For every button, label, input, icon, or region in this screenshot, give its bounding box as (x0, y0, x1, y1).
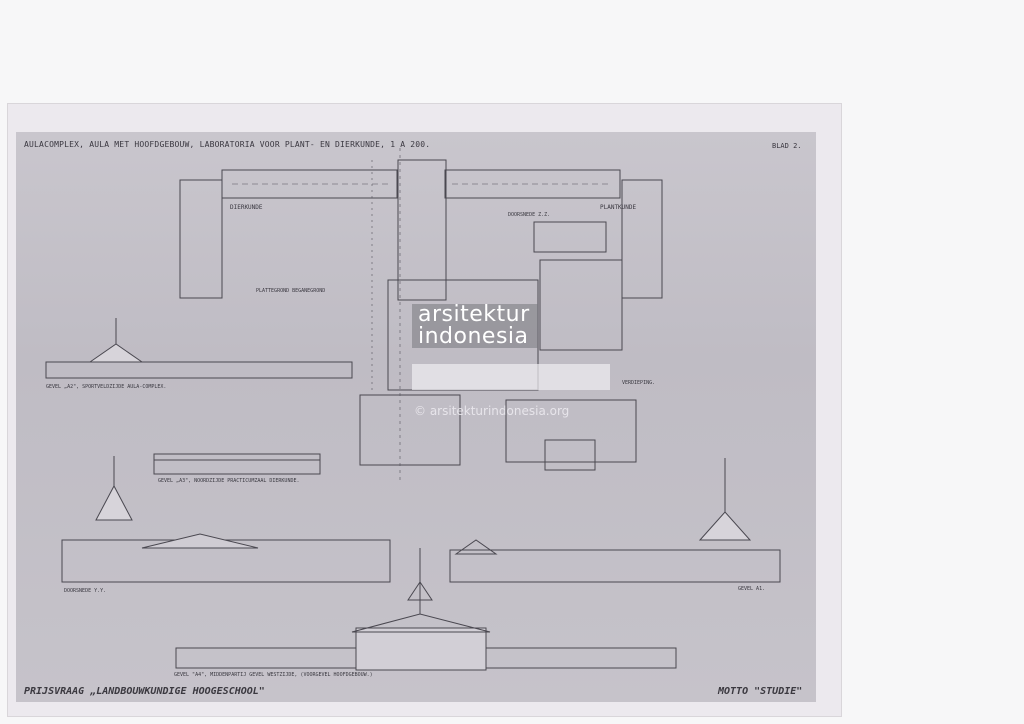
plan-wing-west (179, 179, 223, 299)
plan-wing-dierkunde (221, 169, 398, 199)
watermark-line1: arsitektur (418, 302, 530, 327)
label-gevel-a3: GEVEL „A3", NOORDZIJDE PRACTICUMZAAL DIE… (158, 478, 300, 484)
label-verdieping: VERDIEPING. (622, 380, 656, 386)
plan-wing-east (621, 179, 663, 299)
watermark-strip (412, 364, 610, 390)
label-plattegrond: PLATTEGROND BEGANEGROND (256, 288, 326, 294)
watermark-line2: indonesia (418, 324, 529, 349)
plan-south-east-block (505, 399, 637, 463)
drawing-sheet (16, 132, 816, 702)
sheet-page-number: BLAD 2. (772, 142, 802, 150)
plan-south-west-block (359, 394, 461, 466)
plan-central-block (397, 159, 447, 301)
plan-wing-plantkunde (444, 169, 621, 199)
plan-east-hall (539, 259, 623, 351)
label-doorsnede-yy: DOORSNEDE Y.Y. (64, 588, 107, 594)
sheet-heading: AULACOMPLEX, AULA MET HOOFDGEBOUW, LABOR… (24, 140, 431, 149)
footer-motto: MOTTO "STUDIE" (718, 686, 803, 697)
label-plantkunde: PLANTKUNDE (600, 204, 637, 211)
plan-south-annex (544, 439, 596, 471)
label-gevel-a2: GEVEL „A2", SPORTVELDZIJDE AULA-COMPLEX. (46, 384, 167, 390)
watermark-box (412, 304, 538, 348)
watermark-url: © arsitekturindonesia.org (414, 404, 570, 418)
plan-aula-hall (387, 279, 539, 391)
label-doorsnede-zz: DOORSNEDE Z.Z. (508, 212, 551, 218)
section-zz (533, 221, 607, 253)
label-dierkunde: DIERKUNDE (230, 204, 263, 211)
label-gevel-a1: GEVEL A1. (738, 586, 766, 592)
label-gevel-a4: GEVEL "A4", MIDDENPARTIJ GEVEL WESTZIJDE… (174, 672, 373, 678)
footer-prijsvraag: PRIJSVRAAG „LANDBOUWKUNDIGE HOOGESCHOOL" (24, 686, 265, 697)
